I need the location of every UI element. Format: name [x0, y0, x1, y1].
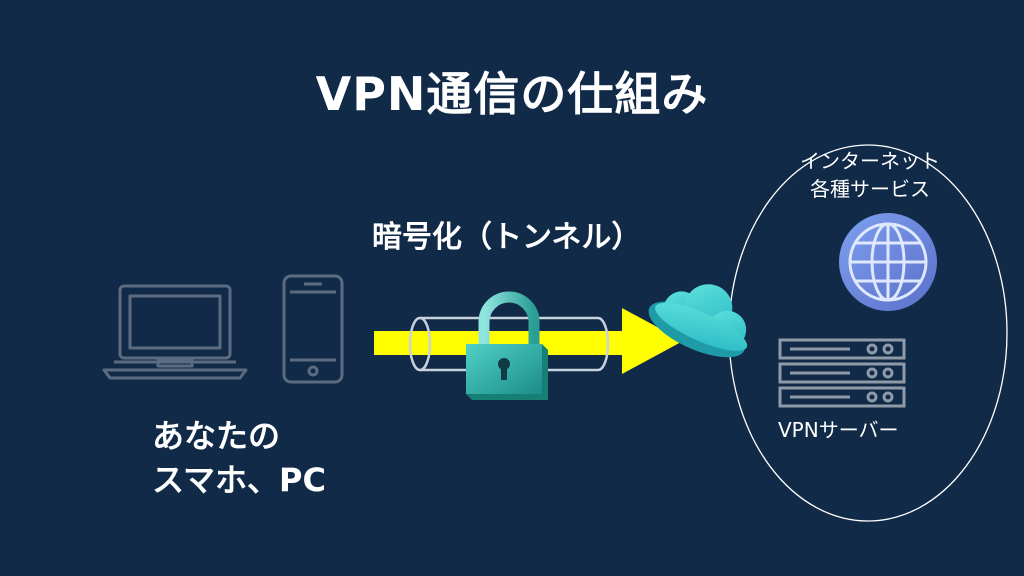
- device-label-line1: あなたの: [152, 417, 281, 455]
- server-icon: [778, 338, 906, 408]
- smartphone-icon: [282, 274, 344, 384]
- padlock-icon: [466, 291, 548, 400]
- internet-label: インターネット 各種サービス: [780, 147, 960, 203]
- device-label: あなたの スマホ、PC: [152, 414, 326, 502]
- internet-label-line1: インターネット: [800, 149, 940, 173]
- tunnel-pipe-icon: [408, 316, 610, 372]
- cloud-icon: [648, 284, 748, 358]
- vpn-server-label: VPNサーバー: [778, 418, 899, 442]
- tunnel-label: 暗号化（トンネル）: [372, 220, 642, 255]
- internet-label-line2: 各種サービス: [810, 177, 930, 201]
- page-title: VPN通信の仕組み: [315, 67, 709, 121]
- device-label-line2: スマホ、PC: [152, 461, 326, 499]
- globe-icon: [839, 213, 937, 311]
- laptop-icon: [102, 284, 248, 380]
